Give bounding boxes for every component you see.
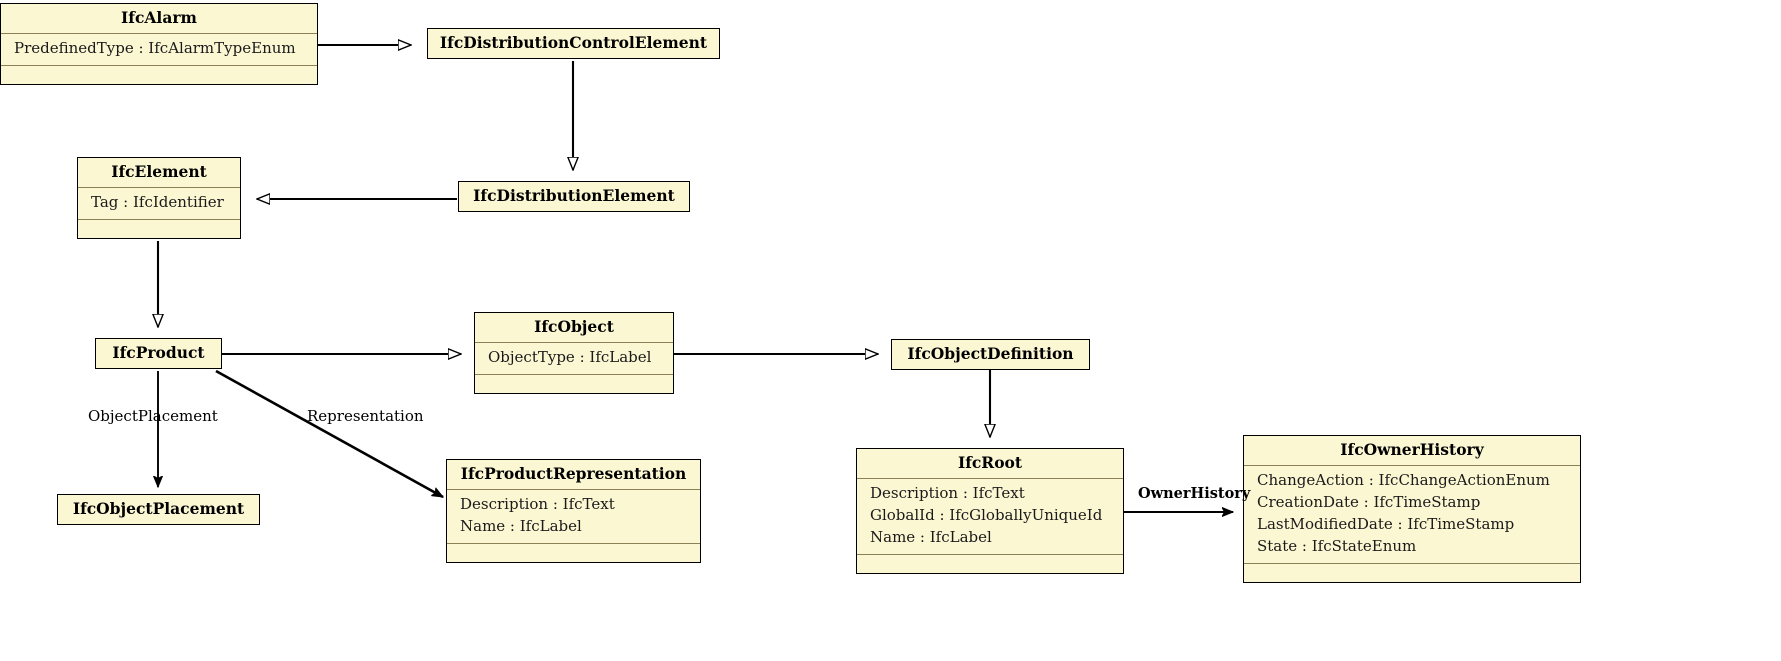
class-attribute: PredefinedType : IfcAlarmTypeEnum [14,38,296,57]
compartment-separator [1,64,317,66]
class-attribute: GlobalId : IfcGloballyUniqueId [870,505,1103,524]
class-attribute: Name : IfcLabel [870,527,992,546]
class-attribute: Description : IfcText [870,483,1025,502]
class-title-ifcelement: IfcElement [111,162,207,181]
compartment-separator [857,477,1123,479]
class-box-ifcobjectplacement[interactable]: IfcObjectPlacement [57,494,260,525]
class-title-ifcobject: IfcObject [534,317,614,336]
class-title-ifcdistributioncontrolelement: IfcDistributionControlElement [439,33,708,52]
edge-label-owner-history: OwnerHistory [1138,485,1251,502]
class-attributes-ifcalarm: PredefinedType : IfcAlarmTypeEnum [1,34,317,65]
class-attribute: ChangeAction : IfcChangeActionEnum [1257,470,1550,489]
class-title-ifcalarm: IfcAlarm [121,8,197,27]
class-attribute: Tag : IfcIdentifier [91,192,224,211]
class-box-ifcproduct[interactable]: IfcProduct [95,338,222,369]
class-attributes-ifcobject: ObjectType : IfcLabel [475,343,673,374]
class-title-ifcroot: IfcRoot [957,453,1023,472]
class-attribute: CreationDate : IfcTimeStamp [1257,492,1481,511]
edge-label-representation: Representation [307,407,424,425]
edge-ifcproduct-to-ifcproductrepresentation [215,369,443,499]
class-attributes-ifcroot: Description : IfcText GlobalId : IfcGlob… [857,479,1123,554]
class-box-ifcobjectdefinition[interactable]: IfcObjectDefinition [891,339,1090,370]
compartment-separator [1,32,317,34]
class-attributes-ifcownerhistory: ChangeAction : IfcChangeActionEnum Creat… [1244,466,1580,563]
compartment-separator [447,488,700,490]
compartment-separator [1244,464,1580,466]
class-attribute: Description : IfcText [460,494,615,513]
compartment-separator [78,218,240,220]
compartment-separator [475,373,673,375]
class-operations-compartment [447,544,700,562]
edge-label-object-placement: ObjectPlacement [88,407,218,425]
class-operations-compartment [475,375,673,393]
class-operations-compartment [857,555,1123,573]
class-box-ifcproductrepresentation[interactable]: IfcProductRepresentation Description : I… [446,459,701,563]
class-attributes-ifcelement: Tag : IfcIdentifier [78,188,240,219]
compartment-separator [857,553,1123,555]
class-attribute: Name : IfcLabel [460,516,582,535]
class-operations-compartment [1,66,317,84]
class-title-ifcproduct: IfcProduct [112,343,205,362]
class-attribute: LastModifiedDate : IfcTimeStamp [1257,514,1515,533]
class-box-ifcobject[interactable]: IfcObject ObjectType : IfcLabel [474,312,674,394]
class-box-ifcelement[interactable]: IfcElement Tag : IfcIdentifier [77,157,241,239]
class-title-ifcdistributionelement: IfcDistributionElement [473,186,675,205]
class-title-ifcobjectdefinition: IfcObjectDefinition [907,344,1074,363]
class-box-ifcroot[interactable]: IfcRoot Description : IfcText GlobalId :… [856,448,1124,574]
class-attributes-ifcproductrepresentation: Description : IfcText Name : IfcLabel [447,490,700,543]
class-attribute: State : IfcStateEnum [1257,536,1417,555]
class-title-ifcobjectplacement: IfcObjectPlacement [72,499,245,518]
class-attribute: ObjectType : IfcLabel [488,347,652,366]
class-title-ifcownerhistory: IfcOwnerHistory [1340,440,1484,459]
class-box-ifcalarm[interactable]: IfcAlarm PredefinedType : IfcAlarmTypeEn… [0,3,318,85]
compartment-separator [475,341,673,343]
class-title-ifcproductrepresentation: IfcProductRepresentation [460,464,687,483]
class-box-ifcdistributioncontrolelement[interactable]: IfcDistributionControlElement [427,28,720,59]
class-operations-compartment [78,220,240,238]
compartment-separator [447,542,700,544]
class-box-ifcdistributionelement[interactable]: IfcDistributionElement [458,181,690,212]
class-operations-compartment [1244,564,1580,582]
compartment-separator [1244,562,1580,564]
compartment-separator [78,186,240,188]
class-box-ifcownerhistory[interactable]: IfcOwnerHistory ChangeAction : IfcChange… [1243,435,1581,583]
